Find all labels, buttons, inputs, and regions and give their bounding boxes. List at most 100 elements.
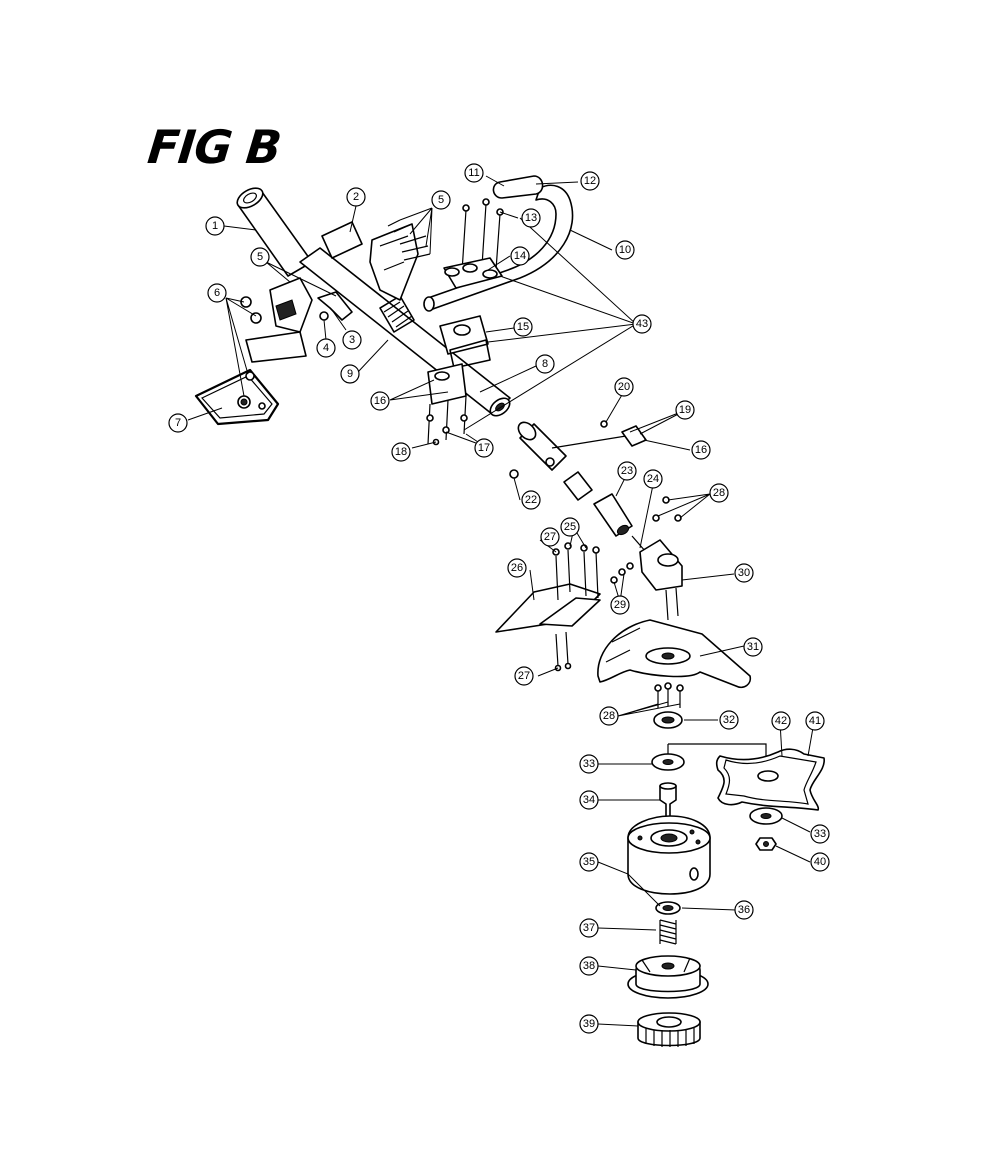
part-23-tube [563, 471, 647, 553]
callout-2: 2 [346, 187, 366, 207]
callout-38: 38 [579, 956, 599, 976]
svg-text:25: 25 [564, 521, 576, 533]
callout-5b: 5 [250, 247, 270, 267]
part-21-coupler [509, 420, 647, 479]
callout-19: 19 [675, 400, 695, 420]
part-14-clamp [443, 198, 504, 289]
svg-text:14: 14 [514, 250, 526, 262]
callout-7: 7 [168, 413, 188, 433]
callout-15: 15 [513, 317, 533, 337]
callout-33b: 33 [810, 824, 830, 844]
figure-title: FIG B [145, 120, 284, 174]
callout-11: 11 [464, 163, 484, 183]
svg-text:33: 33 [583, 758, 595, 770]
svg-text:5: 5 [438, 194, 444, 206]
svg-text:35: 35 [583, 856, 595, 868]
svg-text:32: 32 [723, 714, 735, 726]
svg-text:16: 16 [374, 395, 386, 407]
callout-40: 40 [810, 852, 830, 872]
part-33-blade-washer [749, 807, 783, 851]
part-2-label [321, 221, 363, 259]
callout-4: 4 [316, 338, 336, 358]
callout-41: 41 [805, 711, 825, 731]
callout-33a: 33 [579, 754, 599, 774]
svg-text:28: 28 [603, 710, 615, 722]
part-7-bail-bracket [194, 296, 280, 426]
callout-8: 8 [535, 354, 555, 374]
svg-text:38: 38 [583, 960, 595, 972]
svg-text:9: 9 [347, 368, 353, 380]
svg-text:29: 29 [614, 599, 626, 611]
callout-13: 13 [521, 208, 541, 228]
svg-text:8: 8 [542, 358, 548, 370]
callout-17: 17 [474, 438, 494, 458]
callout-43: 43 [632, 314, 652, 334]
part-41-blade [668, 743, 825, 811]
svg-text:11: 11 [468, 167, 479, 179]
part-36-washer [655, 901, 681, 915]
part-10-loop-handle [423, 175, 574, 312]
callout-5a: 5 [431, 190, 451, 210]
svg-text:36: 36 [738, 904, 750, 916]
part-5-housing-upper [369, 219, 431, 301]
svg-text:26: 26 [511, 562, 523, 574]
svg-text:4: 4 [323, 342, 329, 354]
svg-text:20: 20 [618, 381, 630, 393]
svg-text:40: 40 [814, 856, 826, 868]
part-1-grip [236, 187, 313, 277]
svg-text:23: 23 [621, 465, 633, 477]
svg-text:43: 43 [636, 318, 648, 330]
part-16-clamp-base [426, 363, 468, 446]
svg-text:17: 17 [478, 442, 490, 454]
part-32-bearing [653, 682, 684, 729]
svg-text:42: 42 [775, 715, 787, 727]
svg-text:27: 27 [544, 531, 556, 543]
part-33-washer [651, 744, 685, 771]
callout-27b: 27 [514, 666, 534, 686]
svg-text:12: 12 [584, 175, 596, 187]
callout-26: 26 [507, 558, 527, 578]
callout-31: 31 [743, 637, 763, 657]
callout-32: 32 [719, 710, 739, 730]
svg-text:10: 10 [619, 244, 631, 256]
part-callouts: 1 2 3 4 5 5 6 7 8 9 10 11 12 13 14 15 16… [168, 163, 830, 1034]
callout-3: 3 [342, 330, 362, 350]
part-31-shield [597, 619, 752, 689]
svg-text:3: 3 [349, 334, 355, 346]
svg-text:7: 7 [175, 417, 181, 429]
callout-22: 22 [521, 490, 541, 510]
part-39-bump-knob [637, 1012, 701, 1047]
part-37-spring [659, 919, 677, 945]
callout-16b: 16 [691, 440, 711, 460]
part-5-trigger-housing [245, 277, 353, 363]
part-drawings [194, 175, 825, 1047]
callout-25: 25 [560, 517, 580, 537]
callout-24: 24 [643, 469, 663, 489]
svg-text:28: 28 [713, 487, 725, 499]
callout-16a: 16 [370, 391, 390, 411]
part-38-spool [627, 955, 709, 999]
callout-23: 23 [617, 461, 637, 481]
callout-6: 6 [207, 283, 227, 303]
svg-text:34: 34 [583, 794, 595, 806]
callout-35: 35 [579, 852, 599, 872]
svg-text:24: 24 [647, 473, 659, 485]
callout-10: 10 [615, 240, 635, 260]
svg-text:27: 27 [518, 670, 530, 682]
callout-34: 34 [579, 790, 599, 810]
callout-12: 12 [580, 171, 600, 191]
callout-36: 36 [734, 900, 754, 920]
callout-30: 30 [734, 563, 754, 583]
svg-text:6: 6 [214, 287, 220, 299]
svg-text:22: 22 [525, 494, 537, 506]
svg-text:15: 15 [517, 321, 529, 333]
svg-text:1: 1 [212, 220, 218, 232]
callout-29: 29 [610, 595, 630, 615]
svg-text:41: 41 [809, 715, 821, 727]
part-35-hub [627, 815, 711, 895]
svg-text:16: 16 [695, 444, 707, 456]
svg-text:39: 39 [583, 1018, 595, 1030]
callout-9: 9 [340, 364, 360, 384]
